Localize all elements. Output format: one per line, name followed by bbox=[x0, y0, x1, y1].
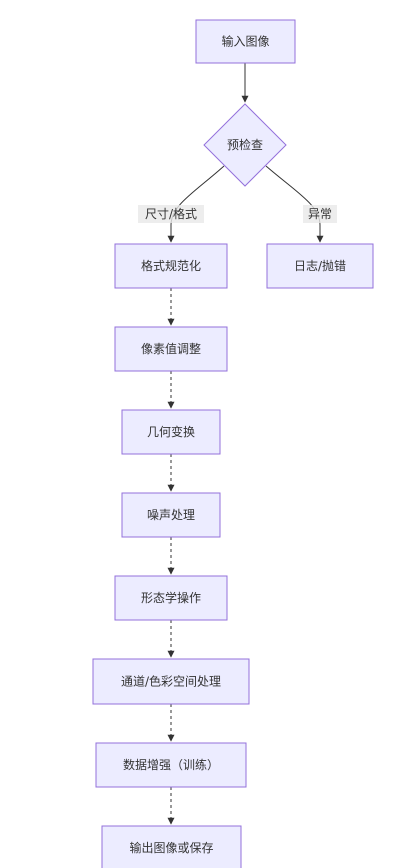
node-output-save: 输出图像或保存 bbox=[101, 825, 242, 868]
edge-label-size-format: 尺寸/格式 bbox=[138, 205, 204, 223]
edge-label-size-format-text: 尺寸/格式 bbox=[145, 206, 197, 221]
edge-precheck-to-format bbox=[167, 165, 225, 243]
node-precheck-label: 预检查 bbox=[227, 137, 263, 152]
node-geometric-transform-label: 几何变换 bbox=[147, 424, 195, 439]
node-noise-processing-label: 噪声处理 bbox=[147, 508, 195, 522]
node-log-throw-label: 日志/抛错 bbox=[294, 258, 346, 273]
node-log-throw: 日志/抛错 bbox=[266, 243, 374, 289]
node-pixel-adjust: 像素值调整 bbox=[114, 326, 228, 372]
node-morphology: 形态学操作 bbox=[114, 575, 228, 621]
node-input-image-label: 输入图像 bbox=[221, 34, 269, 49]
edge-label-exception: 异常 bbox=[303, 205, 337, 223]
node-pixel-adjust-label: 像素值调整 bbox=[141, 341, 201, 356]
edge-label-exception-text: 异常 bbox=[308, 207, 332, 221]
node-geometric-transform: 几何变换 bbox=[121, 409, 221, 455]
node-data-augmentation-label: 数据增强（训练） bbox=[123, 757, 219, 772]
node-noise-processing: 噪声处理 bbox=[121, 492, 221, 538]
edges bbox=[167, 63, 324, 825]
node-output-save-label: 输出图像或保存 bbox=[129, 840, 213, 855]
edge-precheck-to-log bbox=[265, 165, 324, 243]
node-data-augmentation: 数据增强（训练） bbox=[95, 742, 247, 788]
node-precheck: 预检查 bbox=[203, 103, 287, 187]
node-input-image: 输入图像 bbox=[195, 19, 296, 64]
node-format-normalize-label: 格式规范化 bbox=[141, 258, 201, 273]
node-channel-color-space: 通道/色彩空间处理 bbox=[92, 658, 250, 705]
node-morphology-label: 形态学操作 bbox=[141, 590, 201, 605]
node-channel-color-space-label: 通道/色彩空间处理 bbox=[121, 675, 221, 689]
node-format-normalize: 格式规范化 bbox=[114, 243, 228, 289]
